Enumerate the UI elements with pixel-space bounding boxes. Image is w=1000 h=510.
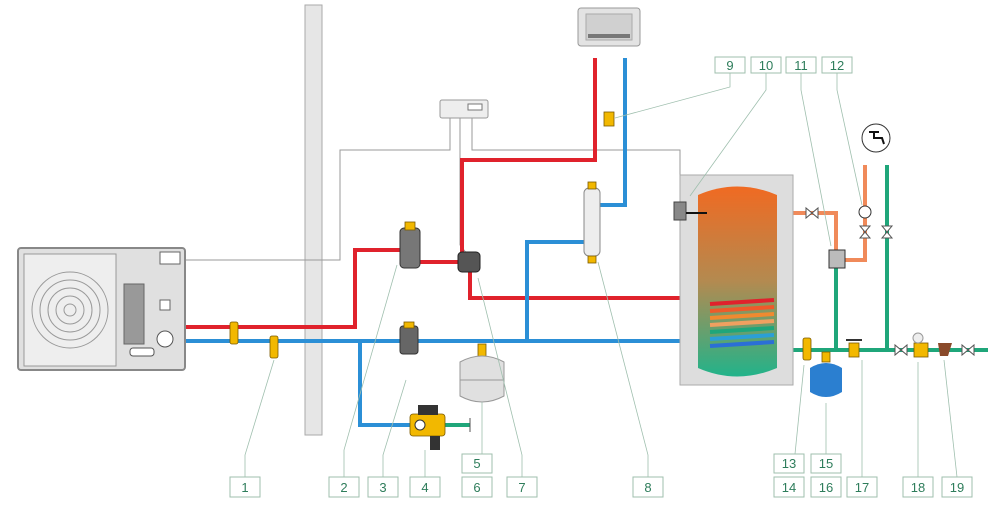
label-7: 7 xyxy=(506,476,538,498)
label-text: 16 xyxy=(819,480,833,495)
heating-coil xyxy=(709,298,775,348)
circulator-icon xyxy=(156,330,174,348)
label-text: 9 xyxy=(726,58,733,73)
component-7-circulator xyxy=(457,251,481,273)
component-4-filling-unit xyxy=(409,405,446,450)
fill-pipe xyxy=(358,341,410,427)
component-13-14-safety-valve xyxy=(802,337,812,361)
label-text: 18 xyxy=(911,480,925,495)
label-text: 6 xyxy=(473,480,480,495)
label-text: 10 xyxy=(759,58,773,73)
flow-pipe-to-coil xyxy=(468,270,692,300)
expansion-icon xyxy=(129,347,155,357)
label-text: 4 xyxy=(421,480,428,495)
display-icon xyxy=(159,251,181,265)
label-text: 11 xyxy=(794,58,808,73)
return-pipe-separator xyxy=(525,240,585,341)
label-6: 6 xyxy=(461,476,493,498)
fan-coil-air-vent xyxy=(603,111,615,127)
control-wire-heat-pump xyxy=(185,118,451,261)
hot-water-tank-outlet xyxy=(793,211,838,250)
label-5: 5 xyxy=(461,453,493,474)
label-text: 15 xyxy=(819,456,833,471)
label-text: 19 xyxy=(950,480,964,495)
component-8-hydraulic-separator xyxy=(583,181,601,264)
component-18-pressure-reducer xyxy=(912,332,929,358)
label-2: 2 xyxy=(328,476,360,498)
component-2-dirt-separator xyxy=(399,221,421,269)
label-text: 17 xyxy=(855,480,869,495)
label-3: 3 xyxy=(367,476,399,498)
controller-unit xyxy=(439,99,489,119)
return-pipe-fan-coil xyxy=(598,58,627,207)
label-text: 2 xyxy=(340,480,347,495)
component-5-6-expansion-vessel xyxy=(459,343,505,403)
component-12-thermometer xyxy=(858,205,872,219)
label-10: 10 xyxy=(750,56,782,74)
label-11: 11 xyxy=(785,56,817,74)
label-1: 1 xyxy=(229,476,261,498)
label-13: 13 xyxy=(773,453,805,474)
shutoff-valves xyxy=(805,206,975,357)
label-text: 5 xyxy=(473,456,480,471)
label-text: 1 xyxy=(241,480,248,495)
label-text: 8 xyxy=(644,480,651,495)
component-3-magnetic-dirt-separator xyxy=(399,321,419,355)
label-17: 17 xyxy=(846,476,878,498)
wall xyxy=(304,4,323,436)
flow-pipe-heat-pump xyxy=(182,248,405,329)
component-10-temperature-sensor xyxy=(673,201,687,221)
component-19-strainer xyxy=(938,343,952,356)
component-11-thermostatic-mixing-valve xyxy=(828,249,846,269)
label-4: 4 xyxy=(409,476,441,498)
label-16: 16 xyxy=(810,476,842,498)
component-15-16-dhw-expansion-vessel xyxy=(810,351,842,397)
heat-pump-outdoor-unit xyxy=(17,247,186,371)
dhw-storage-tank xyxy=(673,174,794,386)
component-17-ball-valve xyxy=(846,339,862,358)
heat-exchanger-icon xyxy=(123,283,145,345)
fan-icon xyxy=(31,271,109,349)
label-18: 18 xyxy=(902,476,934,498)
leader-lines xyxy=(244,73,958,478)
label-14: 14 xyxy=(773,476,805,498)
flow-switch-icon xyxy=(159,299,171,311)
label-text: 14 xyxy=(782,480,796,495)
mixed-water-to-tap xyxy=(845,165,867,262)
fan-coil-unit xyxy=(577,7,641,47)
label-19: 19 xyxy=(941,476,973,498)
label-9: 9 xyxy=(714,56,746,74)
label-text: 12 xyxy=(830,58,844,73)
label-text: 3 xyxy=(379,480,386,495)
label-12: 12 xyxy=(821,56,853,74)
component-1-filter-valves xyxy=(229,321,279,359)
label-text: 13 xyxy=(782,456,796,471)
tap-icon xyxy=(861,123,891,153)
flow-pipe-to-fan-coil xyxy=(460,58,597,258)
label-text: 7 xyxy=(518,480,525,495)
label-8: 8 xyxy=(632,476,664,498)
label-15: 15 xyxy=(810,453,842,474)
